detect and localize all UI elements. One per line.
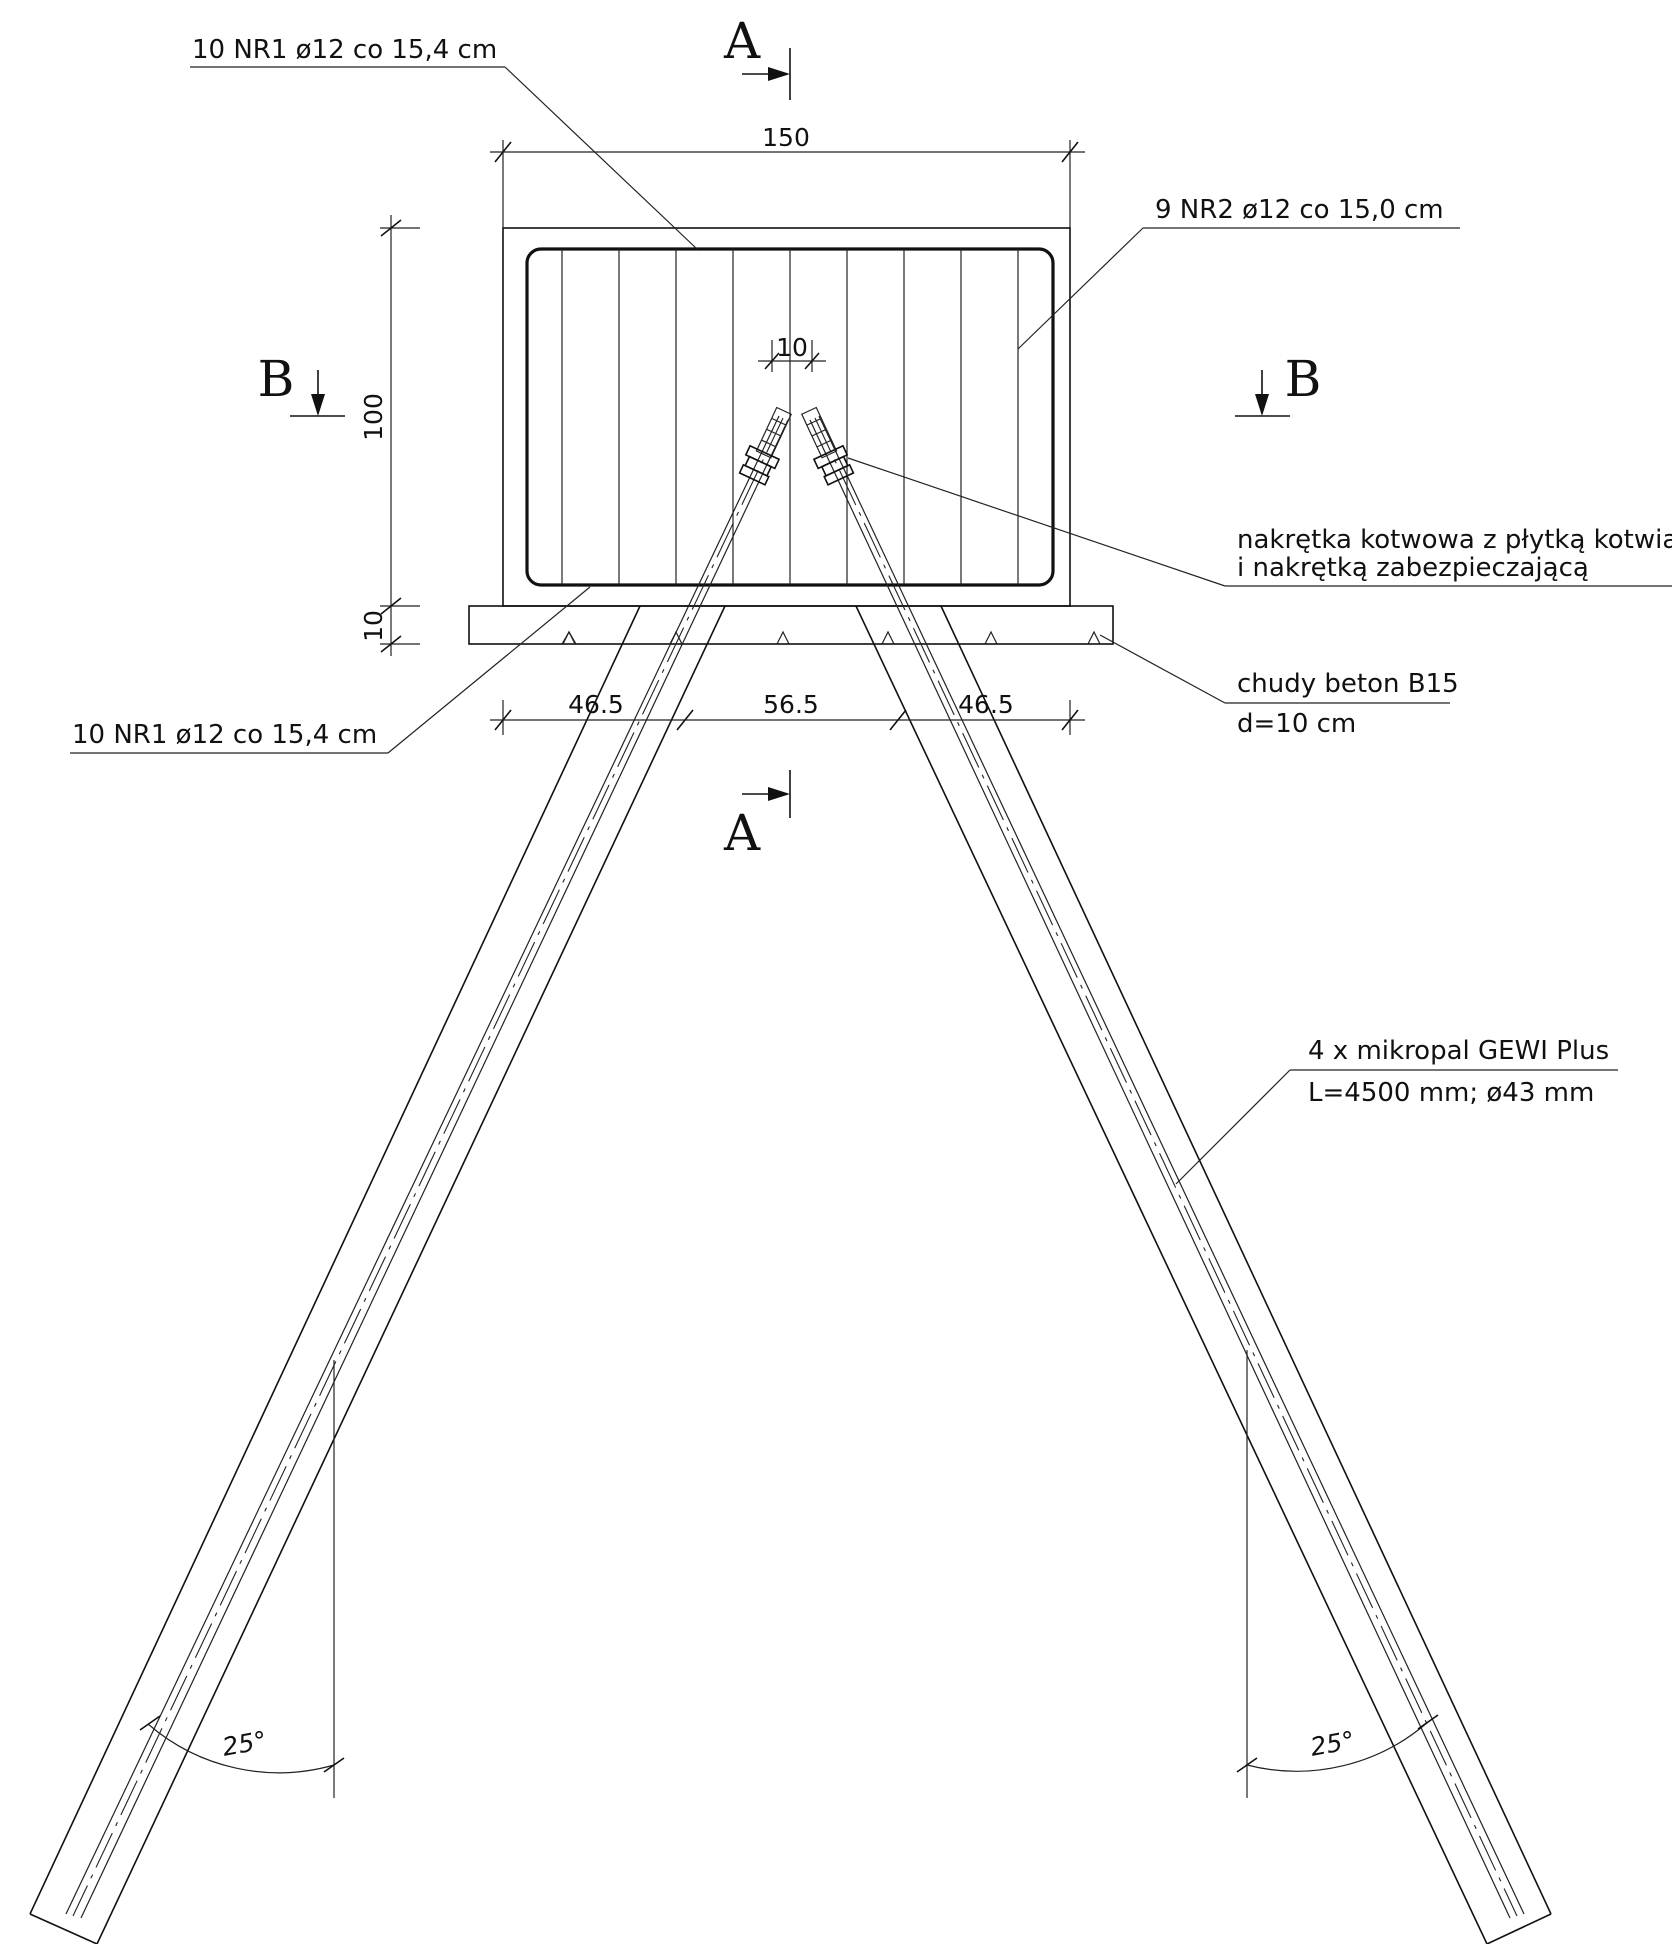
label-text: 10 NR1 ø12 co 15,4 cm (72, 720, 377, 750)
section-marker-a-bottom: A (723, 770, 791, 862)
tick (1417, 1714, 1439, 1730)
dimension-text: 10 (359, 610, 388, 642)
foundation-outline (502, 227, 1071, 607)
section-marker-b-right: B (1235, 350, 1322, 417)
dimension-height: 100 10 (359, 215, 420, 656)
pile-axis (814, 417, 1518, 1917)
angle-text: 25° (1308, 1726, 1357, 1762)
tick (380, 219, 402, 237)
angle-arc (147, 1723, 335, 1774)
tick (494, 141, 512, 163)
pile-bar (80, 419, 789, 1919)
dimension-anchor-gap: 10 (758, 333, 826, 372)
section-letter: A (723, 12, 761, 70)
dimension-text: 100 (359, 393, 388, 441)
section-marker-a-top: A (723, 12, 791, 100)
leader-line (1017, 227, 1144, 350)
label-text: d=10 cm (1237, 709, 1356, 739)
pile-bar (818, 415, 1525, 1915)
angle-text: 25° (220, 1726, 269, 1762)
tick (804, 352, 820, 370)
dimension-text: 56.5 (763, 690, 819, 719)
dimension-text: 10 (776, 333, 808, 362)
arrow-head (768, 787, 790, 801)
label-text: nakrętka kotwowa z płytką kotwiącą (1237, 525, 1672, 555)
label-nr1-bottom: 10 NR1 ø12 co 15,4 cm (70, 586, 591, 754)
tick (764, 352, 780, 370)
dimension-text: 46.5 (958, 690, 1014, 719)
anchor-head-left (738, 406, 793, 486)
label-lean-concrete: chudy beton B15 d=10 cm (1099, 634, 1459, 739)
tick (380, 597, 402, 615)
label-text: chudy beton B15 (1237, 669, 1459, 699)
tick (1061, 709, 1079, 731)
thread (811, 428, 827, 437)
leader-line (1099, 634, 1226, 704)
leader-line (387, 586, 591, 754)
micropile-right (809, 415, 1552, 1944)
thread (766, 428, 782, 437)
dimension-text: 46.5 (568, 690, 624, 719)
tick (1061, 141, 1079, 163)
tick (676, 709, 694, 731)
pile-edge (940, 605, 1552, 1915)
foundation-block (502, 227, 1071, 607)
label-text: 4 x mikropal GEWI Plus (1308, 1036, 1609, 1066)
label-text: 10 NR1 ø12 co 15,4 cm (192, 35, 497, 65)
label-text: L=4500 mm; ø43 mm (1308, 1078, 1594, 1108)
anchor-head-right (800, 406, 855, 486)
pile-edge (29, 605, 641, 1915)
thread (806, 417, 822, 426)
tick (380, 635, 402, 653)
label-text: 9 NR2 ø12 co 15,0 cm (1155, 195, 1444, 225)
pile-end (1486, 1913, 1552, 1944)
label-nr1-top: 10 NR1 ø12 co 15,4 cm (190, 35, 698, 250)
pile-end (29, 1913, 98, 1944)
tick (323, 1757, 345, 1773)
thread (816, 439, 832, 448)
pile-bar (809, 419, 1511, 1919)
threaded-end (755, 406, 793, 459)
pile-bar (65, 415, 780, 1915)
tick (1236, 1757, 1258, 1773)
arrow-head (768, 67, 790, 81)
section-letter: B (258, 350, 295, 408)
section-marker-b-left: B (258, 350, 345, 417)
section-letter: B (1285, 350, 1322, 408)
arrow-head (1255, 394, 1269, 416)
label-text: i nakrętką zabezpieczającą (1237, 553, 1589, 583)
leader-line (504, 66, 698, 250)
thread (761, 439, 777, 448)
label-anchor-nut: nakrętka kotwowa z płytką kotwiącą i nak… (847, 457, 1672, 587)
pile-edge (855, 605, 1488, 1944)
arrow-head (311, 394, 325, 416)
label-micropile: 4 x mikropal GEWI Plus L=4500 mm; ø43 mm (1175, 1036, 1618, 1185)
dimension-width: 150 (490, 123, 1085, 228)
pile-edge (96, 605, 726, 1944)
label-nr2: 9 NR2 ø12 co 15,0 cm (1017, 195, 1460, 350)
lean-concrete-outline (468, 605, 1114, 645)
angle-mark-left: 25° (139, 1360, 345, 1798)
tick (889, 709, 907, 731)
lean-concrete-layer (468, 605, 1114, 645)
locking-nut (738, 463, 770, 486)
leader-line (847, 457, 1226, 587)
vertical-rebars (561, 249, 1019, 585)
tick (494, 709, 512, 731)
dimension-bottom: 46.5 56.5 46.5 (490, 690, 1085, 735)
threaded-end (800, 406, 838, 459)
dimension-text: 150 (762, 123, 810, 152)
leader-line (1175, 1069, 1291, 1185)
tick (139, 1715, 161, 1731)
locking-nut (823, 463, 855, 486)
micropile-left (29, 415, 789, 1944)
thread (771, 417, 787, 426)
pile-axis (72, 417, 784, 1917)
lean-concrete-hatch (562, 630, 1101, 645)
section-letter: A (723, 804, 761, 862)
angle-arc (1246, 1721, 1429, 1772)
angle-mark-right: 25° (1236, 1350, 1439, 1798)
